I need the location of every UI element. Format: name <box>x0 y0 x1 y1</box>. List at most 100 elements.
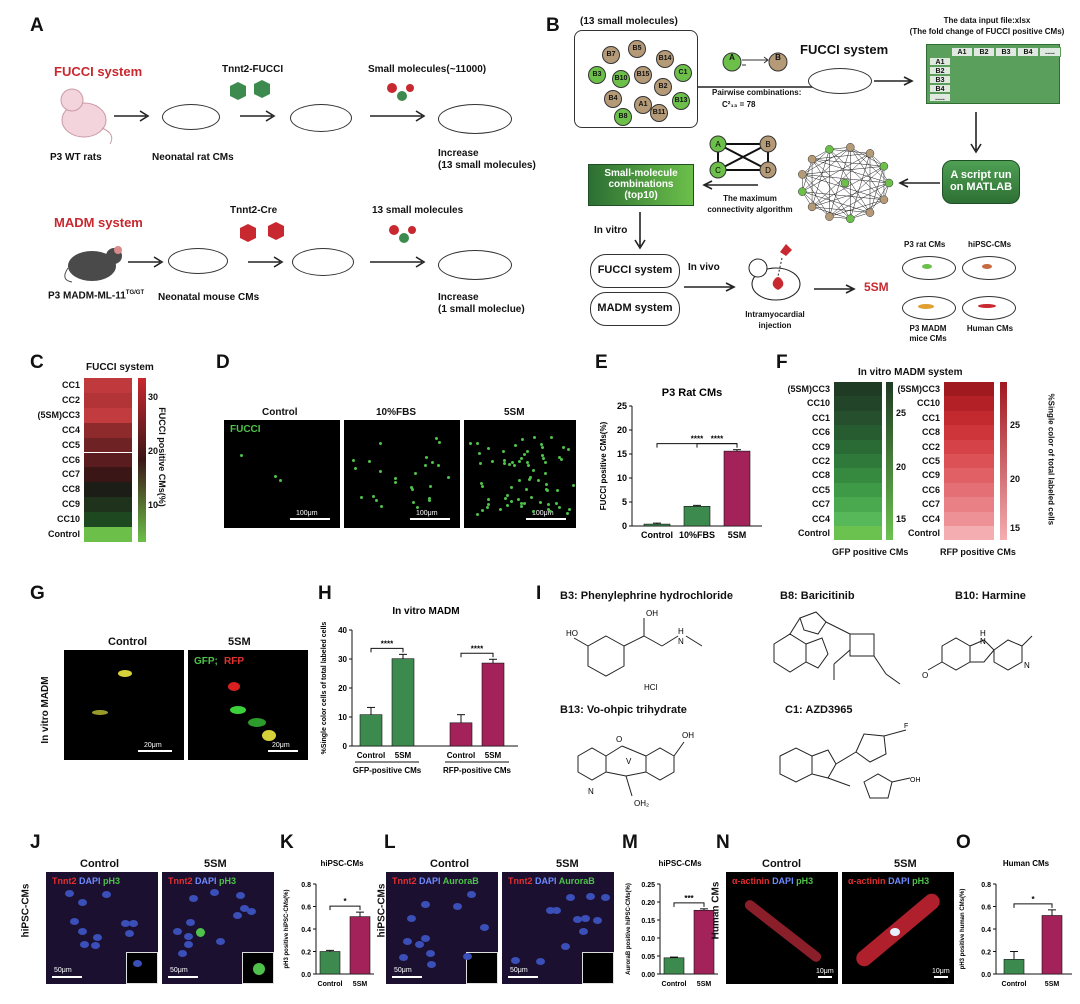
nucleus <box>580 915 590 923</box>
p3-madm-mice-line1: P3 MADM <box>909 324 947 333</box>
chart-title: In vitro MADM <box>392 606 459 617</box>
panel-letter-n: N <box>716 832 730 853</box>
micrograph-l-control: Tnnt2 DAPI AuroraB 50μm <box>386 872 498 984</box>
nucleus <box>453 902 463 910</box>
molecules-title: (13 small molecules) <box>580 16 678 27</box>
heatmap-c-cell <box>84 452 132 468</box>
small-molecules-label: Small molecules(~11000) <box>368 64 487 75</box>
panel-letter-i: I <box>536 583 542 604</box>
in-vivo-label: In vivo <box>688 262 720 273</box>
fluorescent-cell <box>498 507 502 511</box>
nucleus <box>426 949 436 957</box>
tnnt2-fucci-label: Tnnt2-FUCCI <box>222 64 284 75</box>
y-tick-label: 15 <box>617 449 627 459</box>
network-edge <box>802 191 884 200</box>
fluorescent-cell <box>565 511 569 515</box>
network-edge <box>802 147 851 192</box>
y-tick-label: 0.20 <box>641 900 655 907</box>
heatmap-rfp-row-label: CC9 <box>921 470 940 481</box>
sheet-col-header: B4 <box>1017 47 1039 57</box>
micrograph-n-label: 5SM <box>894 858 917 870</box>
nucleus <box>421 901 431 909</box>
molecule-icon <box>387 83 414 101</box>
heatmap-c-row-label: CC6 <box>61 454 80 465</box>
human-cms-side-label: Human CMs <box>710 881 722 940</box>
fluorescent-cell <box>378 470 382 474</box>
y-tick-label: 0.8 <box>301 882 311 889</box>
network-edge <box>850 153 871 219</box>
colorscale-gfp-tick: 20 <box>896 462 907 472</box>
nucleus <box>535 958 545 966</box>
heatmap-gfp-cell <box>834 482 882 498</box>
nucleus <box>92 934 102 942</box>
heatmap-c-row-label: CC2 <box>61 394 80 405</box>
x-tick-label: 5SM <box>353 981 368 988</box>
heatmap-c-title: FUCCI system <box>86 362 154 373</box>
svg-text:O: O <box>922 671 928 680</box>
madm-system-title: MADM system <box>54 215 143 230</box>
nucleus <box>79 940 89 948</box>
nucleus <box>511 957 521 965</box>
network-edge <box>850 147 885 200</box>
heatmap-gfp-row-label: CC7 <box>811 499 830 510</box>
fluorescent-cell <box>524 487 528 491</box>
tnnt2-cre-label: Tnnt2-Cre <box>230 205 278 216</box>
nucleus <box>545 906 555 914</box>
heatmap-gfp-cell <box>834 396 882 411</box>
nucleus <box>77 899 87 907</box>
fluorescent-cell <box>378 442 382 446</box>
y-tick-label: 0.10 <box>641 936 655 943</box>
x-tick-label: Control <box>357 751 385 760</box>
fluorescent-cell <box>412 501 416 505</box>
heatmap-c-cell <box>84 497 132 513</box>
heatmap-rfp-row-label: CC2 <box>921 441 940 452</box>
heatmap-c-row-label: CC7 <box>61 469 80 480</box>
svg-text:H: H <box>980 629 986 638</box>
graph-node-b: B <box>765 140 770 149</box>
fucci-system-box: FUCCI system <box>590 254 680 288</box>
heatmap-rfp-cell <box>944 396 994 411</box>
panel-letter-b: B <box>546 15 560 36</box>
fluorescent-cell <box>427 497 431 501</box>
network-node <box>846 214 855 223</box>
nucleus <box>78 928 88 936</box>
heatmap-rfp-row-label: CC1 <box>921 412 940 423</box>
fluorescent-cell <box>469 442 473 446</box>
fluorescent-cell <box>481 485 485 489</box>
panel-letter-o: O <box>956 832 971 853</box>
fluorescent-cell <box>414 471 418 475</box>
fluorescent-cell <box>240 453 243 457</box>
nucleus <box>236 892 246 900</box>
micrograph-d-label: 10%FBS <box>376 407 417 418</box>
y-tick-label: 0.25 <box>641 882 655 889</box>
molecule-node: B2 <box>654 78 672 96</box>
nucleus <box>239 904 249 912</box>
heatmap-gfp-row-label: CC9 <box>811 441 830 452</box>
sheet-row-header: B4 <box>929 84 951 93</box>
y-tick-label: 20 <box>338 684 347 693</box>
fluorescent-cell <box>545 489 549 493</box>
fluorescent-cell <box>410 487 414 491</box>
network-edge <box>802 149 830 175</box>
y-tick-label: 0.4 <box>981 927 991 934</box>
network-edge <box>829 166 885 217</box>
petri-dish-icon <box>162 104 220 130</box>
micrograph-control: FUCCI 100μm <box>224 420 340 528</box>
panel-letter-a: A <box>30 15 44 36</box>
heatmap-c-cell <box>84 437 132 453</box>
y-axis-label: FUCCI positive CMs(%) <box>599 421 608 510</box>
heatmap-gfp-row-label: CC10 <box>806 398 830 409</box>
fluorescent-cell <box>509 486 513 490</box>
heatmap-rfp-cell <box>944 454 994 469</box>
panel-letter-c: C <box>30 352 44 373</box>
fucci-system-title: FUCCI system <box>54 64 143 79</box>
fluorescent-cell <box>567 507 571 511</box>
fluorescent-cell <box>518 460 522 464</box>
colorscale-c-label: FUCCI positive CMs(%) <box>156 407 167 507</box>
structure-baricitinib <box>773 611 901 685</box>
micrograph-j-5sm: Tnnt2 DAPI pH3 50μm <box>162 872 274 984</box>
micrograph-j-label: Control <box>80 858 120 870</box>
fluorescent-cell <box>547 502 551 506</box>
colorscale-rfp-label: %Single color of total labeled cells <box>1046 393 1056 526</box>
